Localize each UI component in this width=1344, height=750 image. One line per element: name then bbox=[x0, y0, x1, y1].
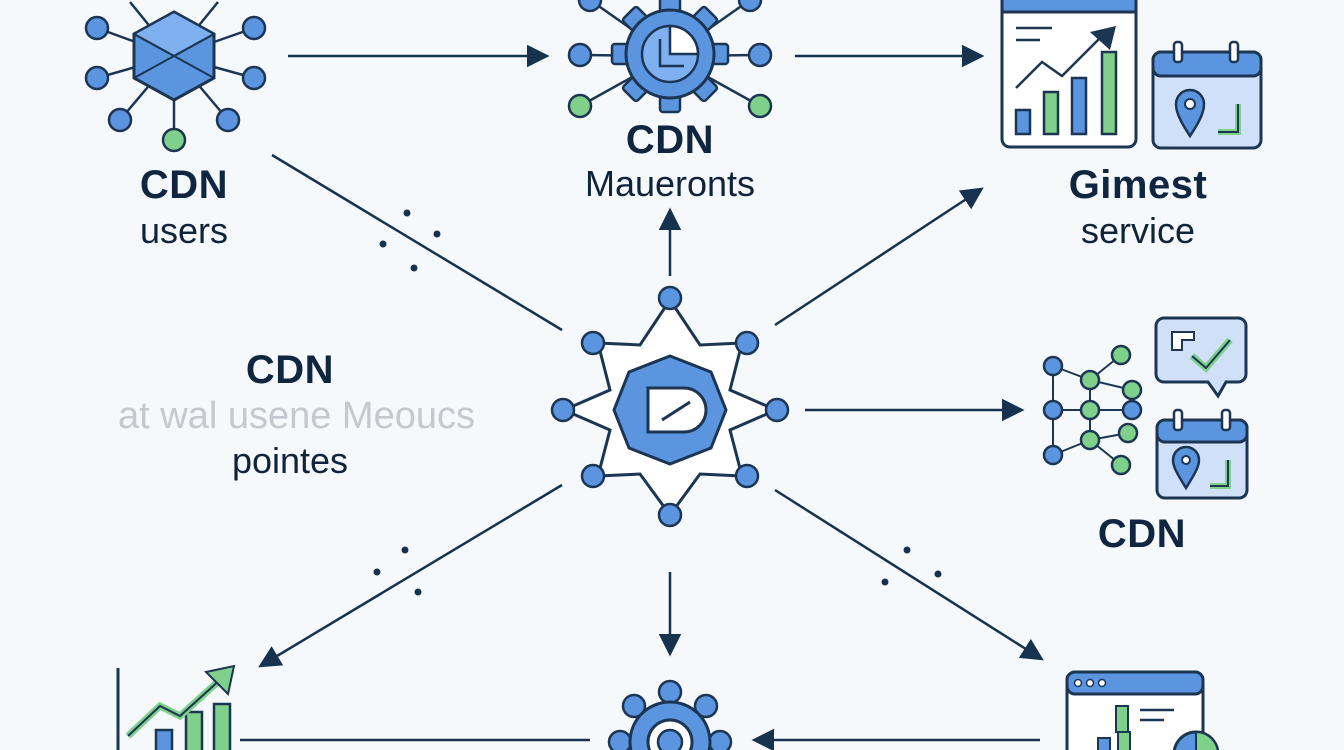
top-right-subtitle: service bbox=[1080, 210, 1196, 251]
left-mid-overlay: at wal usene Meoucs bbox=[118, 395, 475, 437]
connectors bbox=[240, 44, 1044, 750]
gear-icon bbox=[567, 0, 773, 119]
top-center-subtitle: Maueronts bbox=[584, 163, 756, 204]
calendar-icon bbox=[1151, 40, 1263, 150]
users-network-icon bbox=[84, 1, 267, 153]
left-mid-title: CDN bbox=[245, 348, 335, 392]
top-center-label: CDN Maueronts bbox=[520, 118, 820, 205]
browser-report-icon bbox=[1065, 670, 1220, 750]
network-graph-icon bbox=[1042, 344, 1143, 476]
arrow-hub-to-bottom-left bbox=[258, 483, 563, 668]
arrow-hub-to-bottom-right bbox=[774, 488, 1044, 661]
top-right-title: Gimest bbox=[1068, 163, 1208, 207]
top-center-title: CDN bbox=[625, 118, 715, 162]
analytics-dashboard-icon bbox=[1000, 0, 1138, 149]
arrow-hub-to-top-right bbox=[774, 187, 984, 327]
users-title: CDN bbox=[139, 163, 229, 207]
top-right-label: Gimest service bbox=[1038, 163, 1238, 252]
left-mid-subtitle: pointes bbox=[231, 440, 349, 481]
calendar-location-icon bbox=[1155, 408, 1249, 500]
settings-gear-icon bbox=[607, 679, 733, 750]
growth-chart-icon bbox=[116, 664, 236, 750]
chat-check-icon bbox=[1154, 316, 1248, 399]
users-subtitle: users bbox=[139, 210, 229, 251]
users-label: CDN users bbox=[84, 163, 284, 252]
dot-decorations bbox=[373, 209, 942, 596]
line-users-to-hub bbox=[271, 153, 563, 332]
cdn-hub-icon bbox=[550, 285, 790, 528]
right-mid-title: CDN bbox=[1097, 512, 1187, 556]
